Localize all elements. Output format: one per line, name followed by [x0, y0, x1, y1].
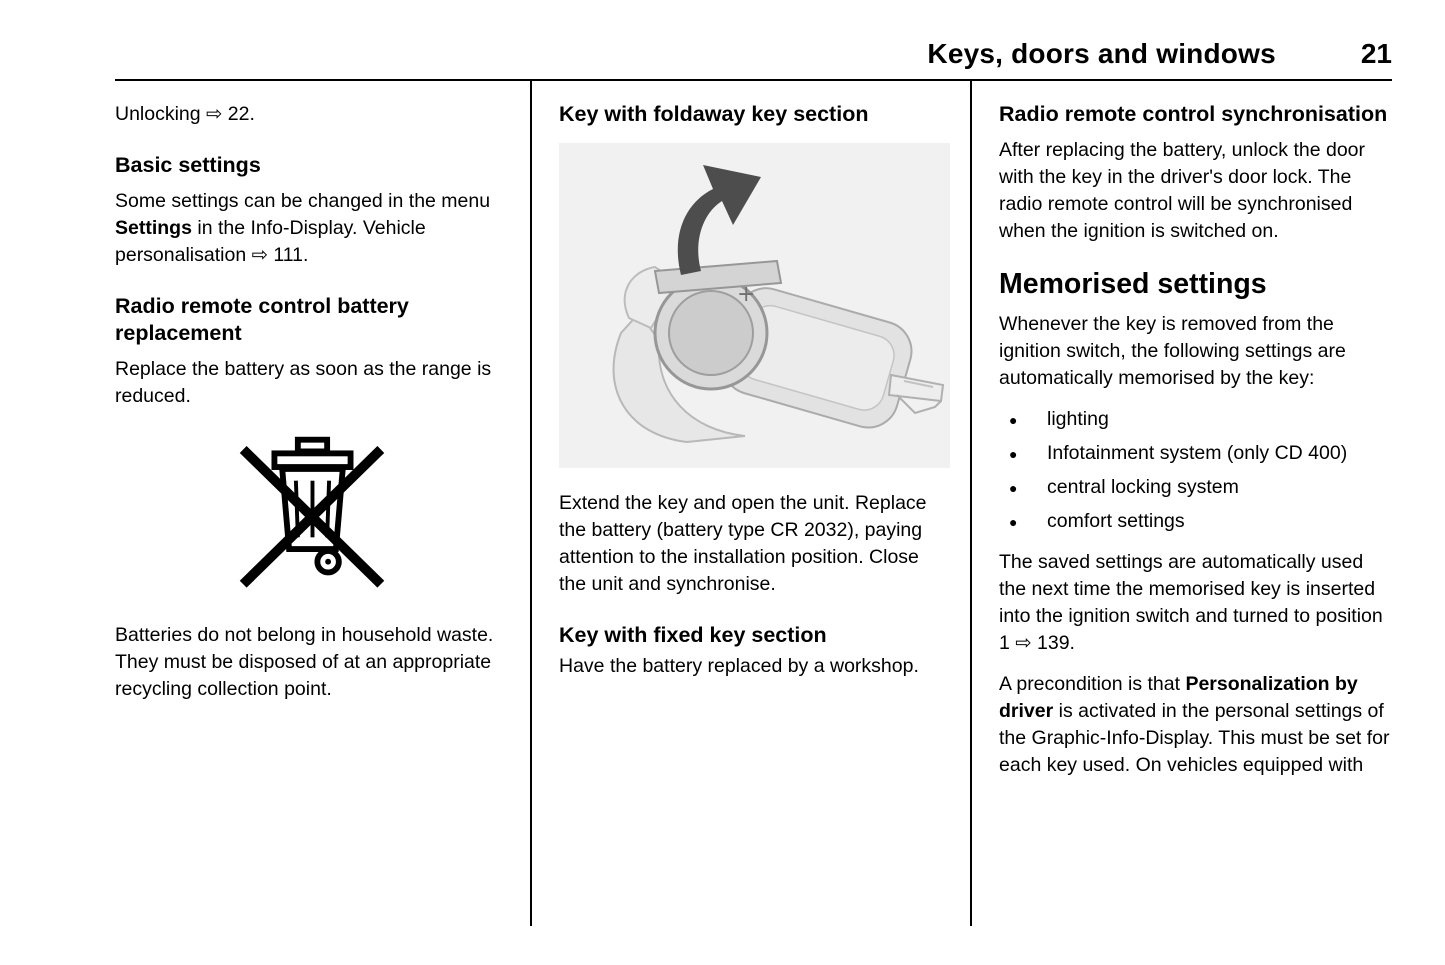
heading-foldaway-key: Key with foldaway key section: [559, 102, 869, 126]
header-rule: [115, 79, 1392, 81]
list-item: Infotainment system (only CD 400): [999, 440, 1392, 468]
paragraph-basic-settings: Some settings can be changed in the menu…: [115, 188, 508, 269]
text-run-bold: Settings: [115, 217, 192, 239]
paragraph-saved-settings: The saved settings are automatically use…: [999, 551, 1383, 654]
memorised-settings-list: lighting Infotainment system (only CD 40…: [999, 406, 1392, 536]
heading-fixed-key: Key with fixed key section: [559, 623, 827, 647]
heading-memorised-settings: Memorised settings: [999, 268, 1267, 300]
paragraph-fixed-key: Have the battery replaced by a workshop.: [559, 655, 919, 677]
unlocking-crossref: Unlocking ⇨ 22.: [115, 103, 255, 125]
list-item: comfort settings: [999, 508, 1392, 536]
list-item: lighting: [999, 406, 1392, 434]
column-left: Unlocking ⇨ 22. Basic settings Some sett…: [115, 81, 530, 926]
text-run: Some settings can be changed in the menu: [115, 190, 491, 212]
text-run-bold: Personalization by driver: [999, 673, 1358, 722]
weee-figure: [231, 428, 393, 600]
text-run: A precondition is that: [999, 673, 1186, 695]
list-item: central locking system: [999, 474, 1392, 502]
svg-text:+: +: [737, 282, 755, 307]
content-columns: Unlocking ⇨ 22. Basic settings Some sett…: [115, 81, 1392, 926]
heading-basic-settings: Basic settings: [115, 153, 261, 177]
paragraph-foldaway-instructions: Extend the key and open the unit. Replac…: [559, 492, 927, 595]
chapter-title: Keys, doors and windows: [927, 38, 1276, 69]
page-number: 21: [1360, 38, 1392, 69]
paragraph-memorised-intro: Whenever the key is removed from the ign…: [999, 313, 1346, 389]
paragraph-remote-sync: After replacing the battery, unlock the …: [999, 139, 1366, 242]
column-middle: Key with foldaway key section: [530, 81, 970, 926]
heading-remote-sync: Radio remote control synchronisation: [999, 102, 1388, 126]
paragraph-precondition: A precondition is that Personalization b…: [999, 671, 1392, 779]
crossed-out-wheelie-bin-icon: [239, 436, 384, 588]
page-header: Keys, doors and windows 21: [115, 0, 1392, 70]
key-figure: +: [559, 143, 950, 468]
column-right: Radio remote control synchronisation Aft…: [970, 81, 1392, 926]
foldaway-key-battery-illustration: +: [559, 143, 950, 468]
paragraph-battery-range: Replace the battery as soon as the range…: [115, 358, 492, 407]
text-run: in the Info-Display. Vehicle personalisa…: [115, 217, 426, 266]
paragraph-battery-disposal: Batteries do not belong in household was…: [115, 624, 494, 700]
heading-battery-replacement: Radio remote control battery replacement: [115, 294, 409, 345]
text-run: is activated in the personal settings of…: [999, 700, 1390, 776]
